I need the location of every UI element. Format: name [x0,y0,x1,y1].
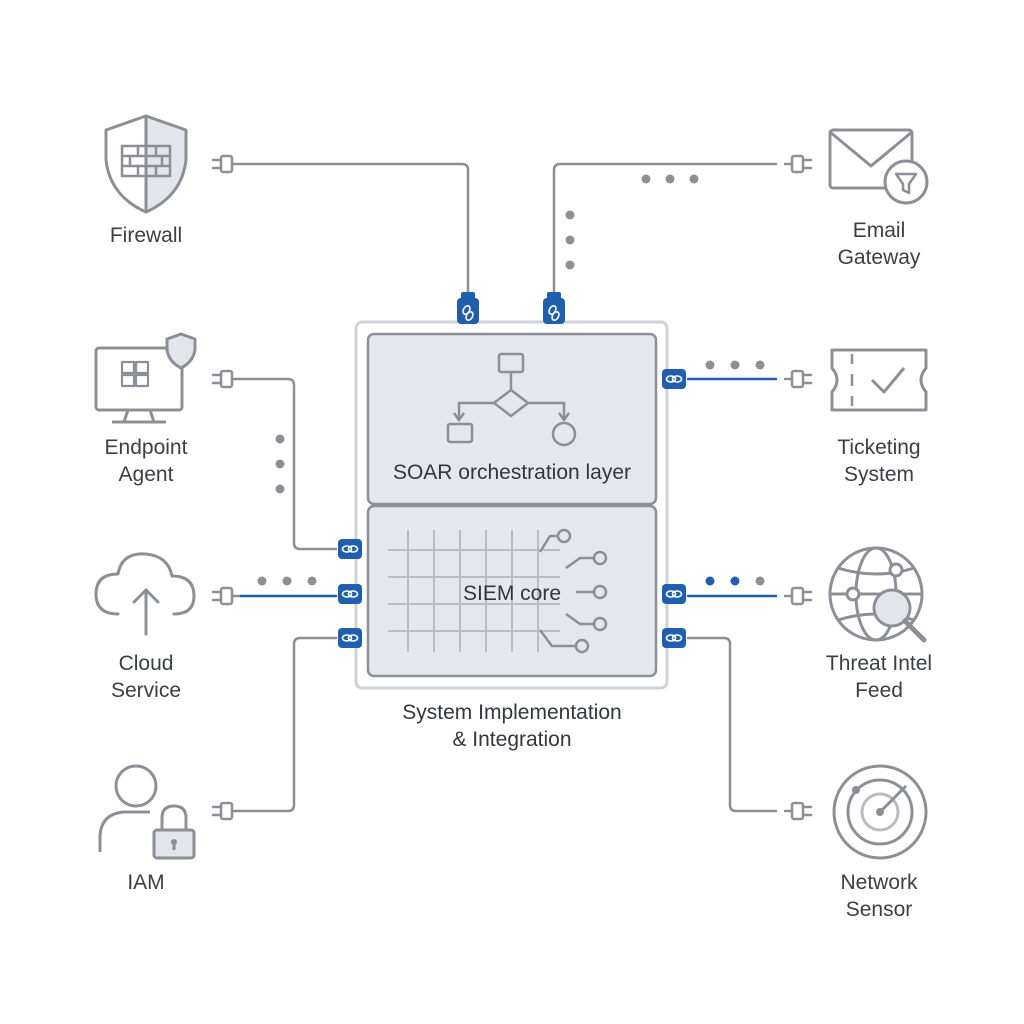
iam-label-line1: IAM [127,871,165,894]
endpoint-agent-label: Endpoint Agent [46,434,246,488]
hub-caption-line1: System Implementation [402,701,622,724]
radar-icon [832,764,928,860]
flowchart-icon [446,352,577,447]
ticketing-system-label: Ticketing System [779,434,979,488]
hub [354,320,669,690]
pending-dots [257,174,765,586]
plug-icon [782,801,813,821]
endpoint-agent-label-line2: Agent [118,463,174,486]
link-port-icon [661,583,687,605]
threat-intel-feed-label-line2: Feed [855,679,903,702]
monitor-windows-shield-icon [94,332,197,424]
endpoint-agent-label-line1: Endpoint [104,436,188,459]
endpoint-agent-connector [238,377,338,551]
link-port-icon [337,627,363,649]
email-gateway-label-line2: Gateway [837,246,921,269]
siem-grid-icon [388,530,560,652]
plug-icon [782,154,813,174]
siem-core-label: SIEM core [463,582,561,605]
link-port-icon [661,627,687,649]
threat-intel-feed-label: Threat Intel Feed [779,650,979,704]
cloud-service-label: Cloud Service [46,650,246,704]
link-port-icon [337,583,363,605]
cloud-service-label-line1: Cloud [118,652,174,675]
envelope-filter-icon [828,128,929,205]
firewall-connector [238,162,470,298]
ticketing-system-label-line1: Ticketing [837,436,921,459]
network-sensor-label-line2: Sensor [845,898,913,921]
link-port-icon [456,291,480,325]
circuit-traces-icon [538,528,608,654]
ticket-check-icon [830,348,928,412]
plug-icon [211,369,242,389]
plug-icon [782,586,813,606]
globe-magnifier-icon [828,546,927,643]
network-sensor-label: Network Sensor [779,869,979,923]
email-gateway-label-line1: Email [852,219,906,242]
hub-caption: System Implementation & Integration [352,699,672,753]
email-gateway-label: Email Gateway [779,217,979,271]
iam-connector [238,636,338,813]
plug-icon [211,154,242,174]
hub-caption-line2: & Integration [452,728,572,751]
link-port-icon [542,291,566,325]
link-port-icon [661,368,687,390]
soar-panel [366,332,658,506]
email-gateway-connector [552,162,778,298]
soar-layer-label: SOAR orchestration layer [393,461,631,484]
firewall-label-line1: Firewall [109,224,183,247]
plug-icon [211,586,242,606]
cloud-service-label-line2: Service [110,679,182,702]
connectors [238,162,778,813]
network-sensor-connector [686,636,778,813]
user-lock-icon [98,764,196,860]
network-sensor-label-line1: Network [840,871,918,894]
plug-icon [211,801,242,821]
threat-intel-feed-label-line1: Threat Intel [825,652,933,675]
firewall-label: Firewall [46,222,246,249]
ticketing-system-label-line2: System [843,463,914,486]
link-port-icon [337,538,363,560]
plug-icon [782,369,813,389]
shield-brick-wall-icon [104,114,188,214]
cloud-upload-icon [94,552,196,636]
iam-label: IAM [46,869,246,896]
